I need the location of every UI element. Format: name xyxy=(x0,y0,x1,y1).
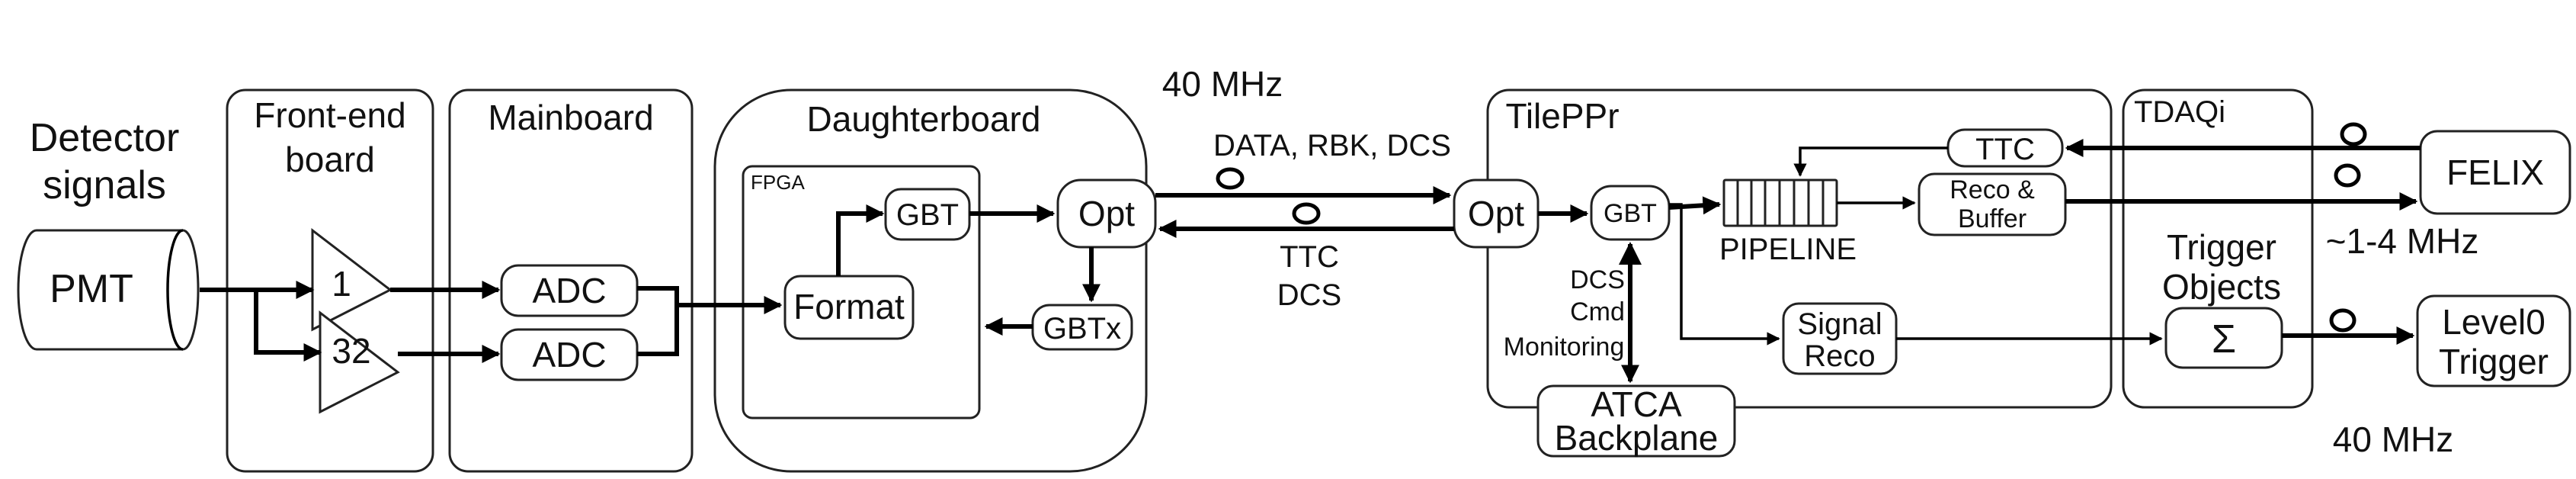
level0-trigger xyxy=(2416,294,2571,387)
downlink-fiber-loop xyxy=(1292,202,1321,225)
felix xyxy=(2419,130,2571,215)
pipeline-buffer xyxy=(1722,178,1838,227)
front-end-title-2: board xyxy=(285,140,375,179)
atca-label: ATCA xyxy=(1591,384,1682,424)
level0-fiber-loop xyxy=(2329,308,2357,333)
ppr-gbt-label: GBT xyxy=(1604,199,1657,228)
detector-signals-label: Detector xyxy=(30,116,180,160)
pmt-label: PMT xyxy=(50,267,133,311)
reco-buffer-label-2: Buffer xyxy=(1958,204,2027,233)
atca-label-2: Backplane xyxy=(1555,418,1719,458)
db-opt-label: Opt xyxy=(1078,194,1135,233)
amplifier-low-gain-label: 32 xyxy=(332,331,370,371)
atca-backplane xyxy=(1536,384,1736,458)
amplifier-high-gain-label: 1 xyxy=(332,264,351,304)
daughterboard-title: Daughterboard xyxy=(807,99,1041,139)
pipeline-label: PIPELINE xyxy=(1719,233,1857,266)
signal-arrows xyxy=(200,139,2421,384)
ppr-opt-label: Opt xyxy=(1468,194,1524,233)
trigger-objects-label-2: Objects xyxy=(2162,267,2281,307)
ppr-gbt xyxy=(1590,185,1671,241)
adc-low-gain-label: ADC xyxy=(532,335,606,375)
db-format-label: Format xyxy=(793,287,905,326)
uplink-fiber-loop xyxy=(1216,167,1245,190)
amplifier-low-gain xyxy=(319,310,400,414)
ppr-ttc-label: TTC xyxy=(1975,133,2035,166)
dcs-cmd-label: Cmd xyxy=(1570,297,1625,326)
uplink-label: DATA, RBK, DCS xyxy=(1213,129,1451,162)
mainboard-title: Mainboard xyxy=(488,98,653,137)
front-end-title: Front-end xyxy=(254,95,405,135)
detector-signals-label-2: signals xyxy=(43,163,166,207)
signal-reco-label: Signal xyxy=(1797,307,1882,341)
pmt-cylinder xyxy=(17,229,200,351)
downlink-label-2: DCS xyxy=(1277,278,1341,312)
db-gbt-label: GBT xyxy=(896,198,959,232)
level0-frequency-label: 40 MHz xyxy=(2333,420,2453,459)
signal-reco-label-2: Reco xyxy=(1804,339,1875,373)
level0-label-2: Trigger xyxy=(2439,342,2549,381)
fpga-label: FPGA xyxy=(751,171,805,194)
tileppr-title: TilePPr xyxy=(1505,96,1619,136)
adc-high-gain-label: ADC xyxy=(532,271,606,310)
felix-label: FELIX xyxy=(2446,153,2544,192)
db-gbtx-label: GBTx xyxy=(1043,312,1121,346)
level0-label: Level0 xyxy=(2442,302,2546,342)
felix-frequency-label: ~1-4 MHz xyxy=(2326,221,2479,261)
amplifier-high-gain xyxy=(311,227,392,332)
felix-fiber-loop-2 xyxy=(2334,163,2361,188)
sum-symbol: Σ xyxy=(2212,317,2236,362)
reco-buffer xyxy=(1918,172,2067,236)
downlink-label: TTC xyxy=(1280,240,1339,274)
trigger-objects-label: Trigger xyxy=(2167,227,2276,267)
dcs-monitoring-label: Monitoring xyxy=(1504,333,1625,362)
link-frequency-label: 40 MHz xyxy=(1162,64,1283,104)
db-opt xyxy=(1056,178,1157,249)
reco-buffer-label: Reco & xyxy=(1950,175,2035,204)
db-format xyxy=(783,275,915,340)
dcs-label: DCS xyxy=(1570,265,1625,294)
tdaqi-title: TDAQi xyxy=(2134,95,2225,129)
felix-fiber-loop-1 xyxy=(2340,122,2367,146)
tileppr xyxy=(1486,88,2113,409)
